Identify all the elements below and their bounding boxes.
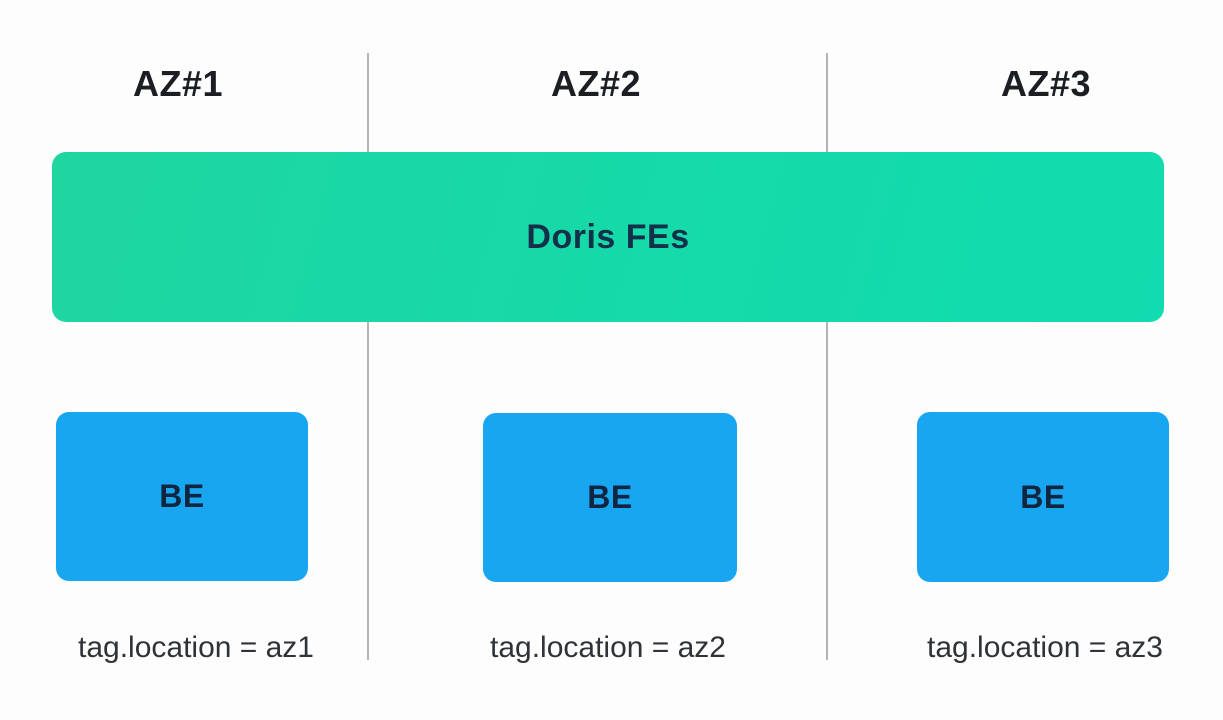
doris-fes-label: Doris FEs (526, 217, 690, 256)
be-node-label: BE (159, 478, 205, 514)
be-node-label: BE (587, 479, 633, 515)
be-node-az1: BE (56, 412, 308, 581)
be-node-az3: BE (917, 412, 1169, 582)
tag-location-label-az3: tag.location = az3 (926, 631, 1164, 664)
zone-header-az2: AZ#2 (550, 63, 642, 104)
zone-header-az3: AZ#3 (1000, 63, 1092, 104)
doris-fes-bar: Doris FEs (52, 152, 1164, 322)
tag-location-label-az1: tag.location = az1 (77, 631, 315, 664)
zone-header-az1: AZ#1 (132, 63, 224, 104)
zone-divider-2 (826, 53, 828, 660)
tag-location-label-az2: tag.location = az2 (489, 631, 727, 664)
be-node-az2: BE (483, 413, 737, 582)
be-node-label: BE (1020, 478, 1066, 515)
zone-divider-1 (367, 53, 369, 660)
